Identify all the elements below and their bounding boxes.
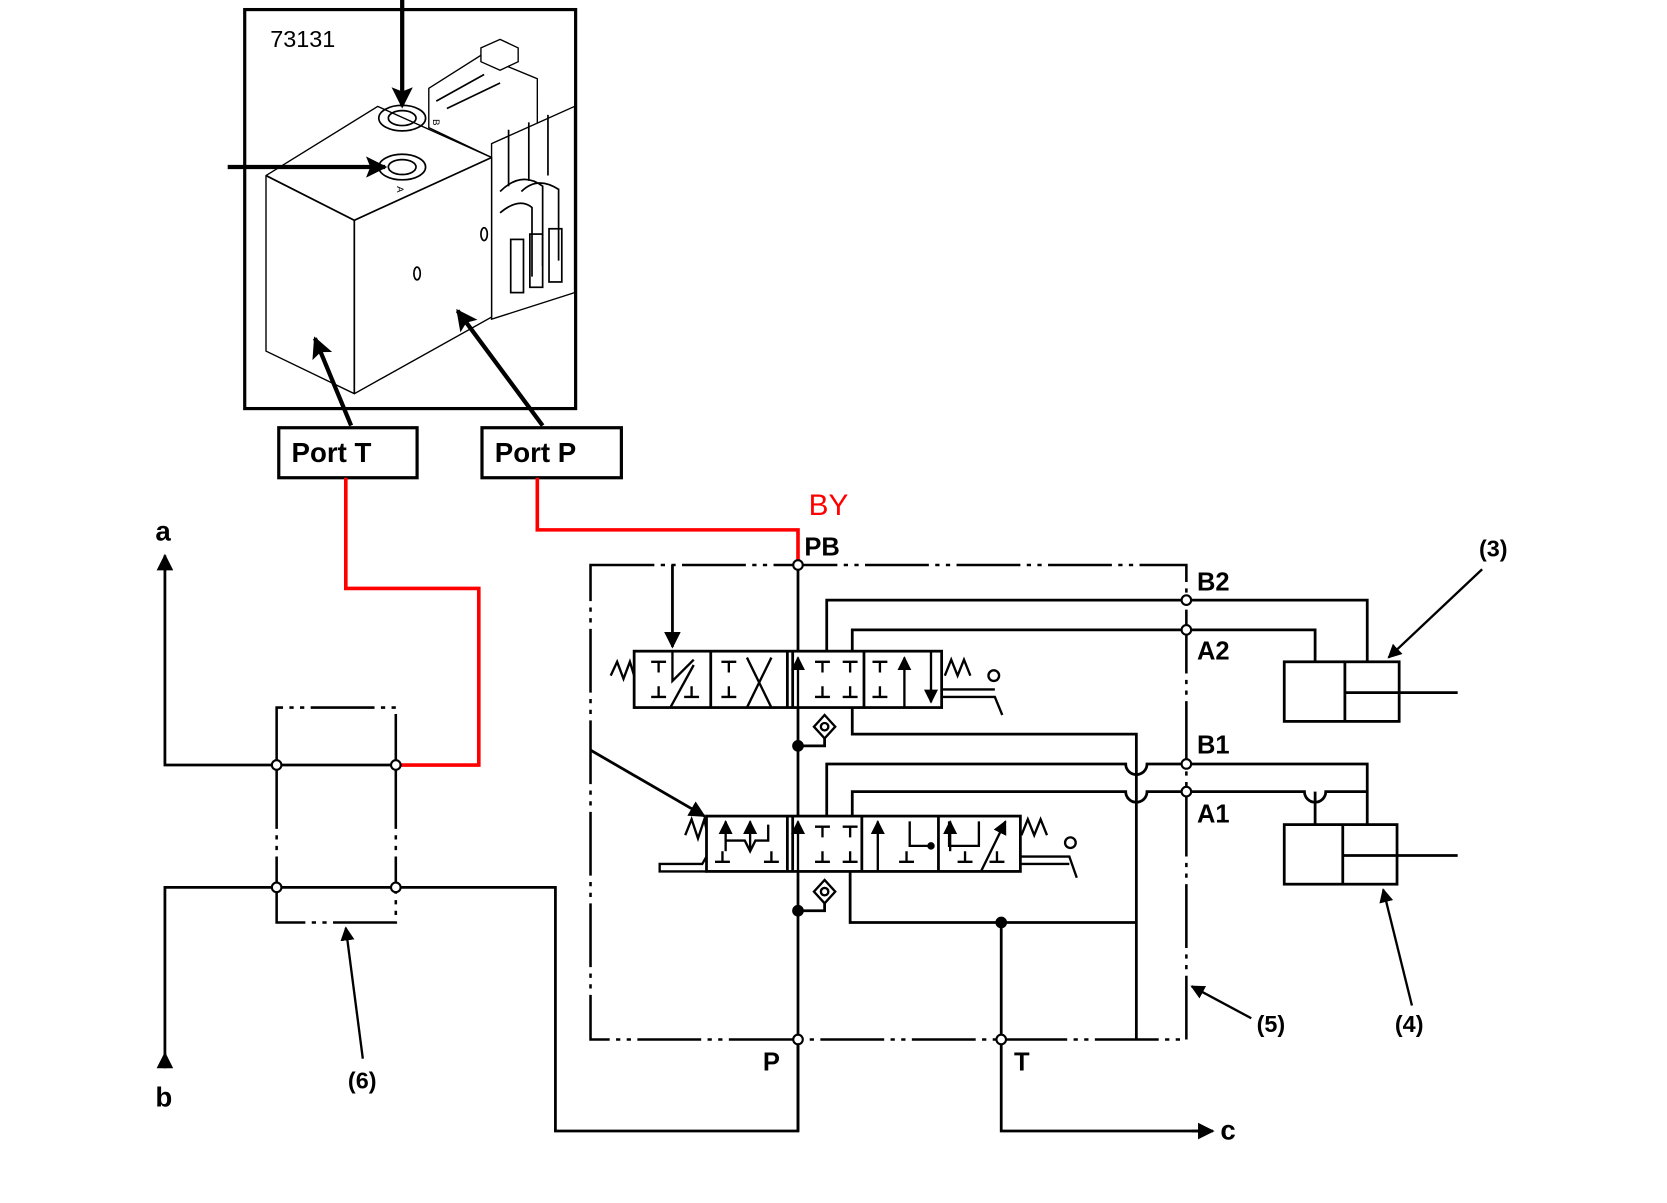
port-b-marking: B: [430, 119, 441, 125]
flow-label-c: c: [1220, 1115, 1235, 1146]
port-label-p: P: [763, 1048, 780, 1076]
port-label-b1: B1: [1197, 731, 1230, 759]
ref-5-leader: [1190, 985, 1252, 1020]
cylinder-upper: [1282, 568, 1483, 723]
selector-block: [156, 553, 800, 1133]
ref-6-leader: [340, 926, 364, 1059]
port-t-callout: Port T: [277, 426, 419, 480]
illustration-frame: [243, 7, 578, 411]
port-t-label: Port T: [292, 437, 372, 468]
port-label-a2: A2: [1197, 638, 1230, 666]
ref-cylinder-upper: (3): [1479, 535, 1508, 561]
port-a-marking: A: [394, 186, 405, 193]
port-label-t: T: [1014, 1048, 1030, 1076]
arrow-port-t: [312, 336, 354, 427]
valve-illustration: 73131 B A: [227, 0, 578, 427]
red-line-port-t: [343, 477, 481, 767]
port-label-a1: A1: [1197, 800, 1230, 828]
lower-spool-valve: [658, 814, 1078, 879]
ref-selector-block: (6): [348, 1067, 377, 1093]
ref-cylinder-lower: (4): [1395, 1011, 1424, 1037]
valve-block: B A: [265, 104, 493, 395]
flow-label-a: a: [155, 516, 171, 547]
port-p-callout: Port P: [480, 426, 623, 480]
ref-control-valve: (5): [1257, 1011, 1286, 1037]
port-label-pb: PB: [804, 533, 839, 561]
port-label-b2: B2: [1197, 569, 1230, 597]
port-p-label: Port P: [495, 437, 576, 468]
red-line-port-p: [535, 477, 800, 565]
part-number: 73131: [270, 26, 335, 52]
upper-spool-valve: [609, 649, 1004, 716]
flow-label-b: b: [155, 1082, 172, 1113]
cylinder-lower: [1282, 823, 1458, 1006]
control-valve-boundary: [589, 563, 1188, 1041]
by-label: BY: [809, 489, 849, 522]
arrow-port-p: [455, 308, 545, 427]
